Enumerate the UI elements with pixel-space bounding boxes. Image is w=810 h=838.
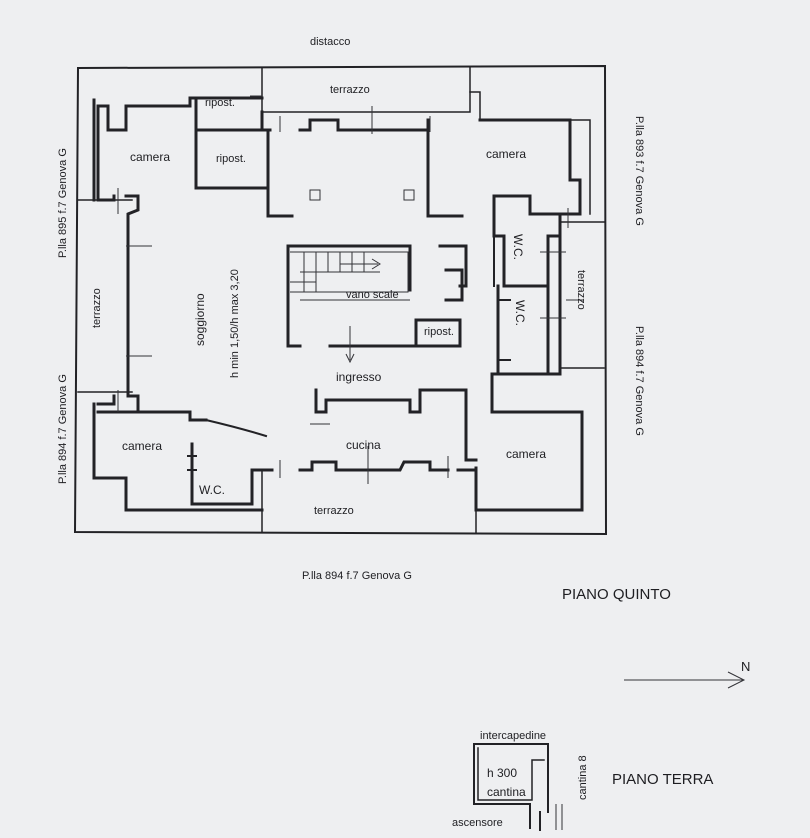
room-label-terrazzo-bottom: terrazzo (314, 505, 354, 517)
room-label-ingresso: ingresso (336, 370, 382, 384)
ground-label-intercapedine: intercapedine (480, 730, 546, 742)
north-arrow-icon: N (624, 659, 750, 689)
apartment-walls (92, 96, 584, 512)
room-label-terrazzo-top: terrazzo (330, 84, 370, 96)
room-label-ripost-mid: ripost. (216, 153, 246, 165)
plan-title-ground-floor: PIANO TERRA (612, 771, 713, 788)
room-label-wc-right-1: W.C. (511, 234, 525, 260)
room-label-camera-nw: camera (130, 150, 170, 164)
parcel-label-bottom: P.lla 894 f.7 Genova G (302, 570, 412, 582)
room-label-terrazzo-right: terrazzo (575, 270, 587, 310)
ground-floor-plan: intercapedine h 300 cantina ascensore ca… (452, 730, 589, 831)
north-label: N (741, 659, 750, 674)
room-label-wc-right-2: W.C. (513, 300, 527, 326)
boundary-label-top: distacco (310, 36, 350, 48)
room-label-camera-ne: camera (486, 147, 526, 161)
parcel-labels: P.lla 895 f.7 Genova G P.lla 894 f.7 Gen… (57, 116, 645, 582)
ground-label-cantina-number: cantina 8 (577, 755, 589, 800)
room-label-soggiorno: soggiorno (193, 293, 207, 346)
room-label-wc-left: W.C. (199, 483, 225, 497)
staircase (290, 251, 410, 364)
room-label-ripost-stair: ripost. (424, 326, 454, 338)
parcel-label-right-upper: P.lla 893 f.7 Genova G (633, 116, 645, 226)
room-labels: distacco terrazzo ripost. ripost. camera… (91, 36, 587, 517)
ground-label-cantina: cantina (487, 785, 526, 799)
openings (117, 95, 584, 484)
lot-boundary (73, 64, 608, 536)
room-label-cucina: cucina (346, 438, 381, 452)
ground-label-height: h 300 (487, 766, 517, 780)
room-label-camera-se: camera (506, 447, 546, 461)
parcel-label-left-lower: P.lla 894 f.7 Genova G (57, 374, 69, 484)
room-label-terrazzo-left: terrazzo (91, 288, 103, 328)
room-label-vano-scale: vano scale (346, 289, 399, 301)
parcel-label-right-lower: P.lla 894 f.7 Genova G (633, 326, 645, 436)
room-label-ripost-top: ripost. (205, 97, 235, 109)
room-label-height-note: h min 1,50/h max 3,20 (229, 269, 241, 378)
room-label-camera-sw: camera (122, 439, 162, 453)
plan-title-fifth-floor: PIANO QUINTO (562, 586, 671, 603)
parcel-label-left-upper: P.lla 895 f.7 Genova G (57, 148, 69, 258)
ground-label-ascensore: ascensore (452, 817, 503, 829)
